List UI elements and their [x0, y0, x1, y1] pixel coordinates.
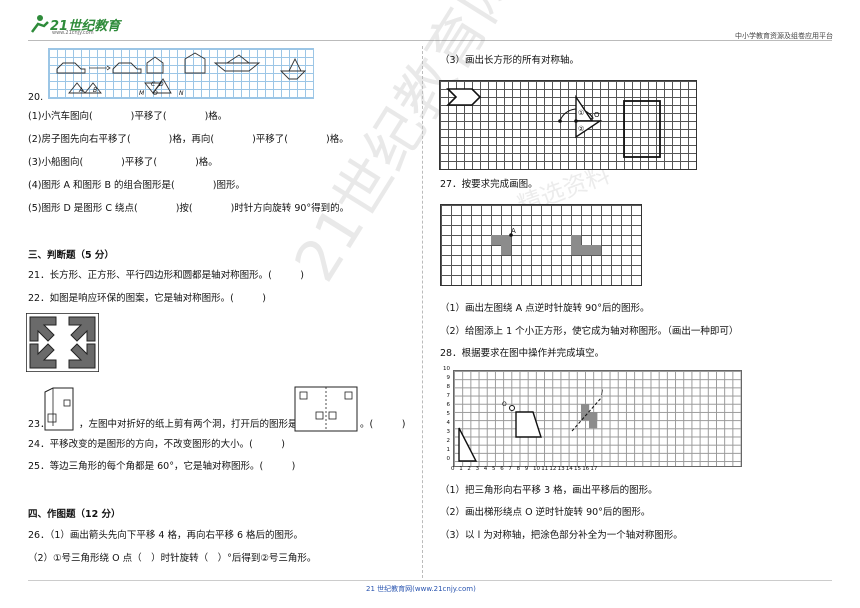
q28: 28．根据要求在图中操作并完成填空。: [440, 348, 605, 359]
q28-grid: l O: [453, 370, 742, 467]
y-tick: 1: [446, 447, 451, 453]
q20-number: 20.: [28, 92, 44, 103]
q26-grid-label-o: O: [594, 111, 600, 119]
q23-opened-paper-image: [294, 386, 358, 432]
q28-part-2: （2）画出梯形绕点 O 逆时针旋转 90°后的图形。: [440, 507, 651, 518]
q28-line-l-label: l: [601, 389, 603, 397]
q21: 21．长方形、正方形、平行四边形和圆都是轴对称图形。( ): [28, 270, 305, 281]
y-tick: 2: [446, 438, 451, 444]
q27-part-2: （2）给图添上 1 个小正方形，使它成为轴对称图形。（画出一种即可）: [440, 326, 739, 337]
q20-item-2: (2)房子图先向右平移了( )格，再向( )平移了( )格。: [28, 134, 349, 145]
x-tick: 14: [565, 466, 573, 472]
q20-label-b: B: [93, 87, 98, 94]
q26-part-3: （3）画出长方形的所有对称轴。: [440, 55, 580, 66]
q20-label-n: N: [179, 90, 184, 97]
logo-subtext: www.21cnjy.com: [52, 30, 94, 36]
x-tick: 15: [574, 466, 581, 472]
q20-figure-grid: A B C D M O N: [48, 48, 314, 99]
section-3-heading: 三、判断题（5 分）: [28, 250, 114, 261]
y-tick: 6: [446, 402, 451, 408]
x-tick: 0: [451, 466, 455, 472]
x-tick: 16: [582, 466, 590, 472]
q20-item-4: (4)图形 A 和图形 B 的组合图形是( )图形。: [28, 180, 245, 191]
q23-folded-paper-image: [43, 386, 75, 432]
q23-prefix: 23．: [28, 419, 50, 430]
x-tick: 13: [557, 466, 565, 472]
x-tick: 1: [459, 466, 463, 472]
q27-grid: A: [440, 204, 642, 286]
q26: 26．（1）画出箭头先向下平移 4 格，再向右平移 6 格后的图形。: [28, 530, 304, 541]
x-tick: 8: [516, 466, 521, 472]
q20-label-c: C: [151, 81, 156, 88]
q28-point-o-label: O: [502, 401, 507, 408]
q20-label-o: O: [153, 90, 158, 97]
x-tick: 5: [492, 466, 496, 472]
logo-text: 21世纪教育: [50, 19, 121, 34]
q24: 24．平移改变的是图形的方向，不改变图形的大小。( ): [28, 439, 286, 450]
q28-y-ticks: 10 9 8 7 6 5 4 3 2 1 0: [440, 366, 450, 468]
q22: 22．如图是响应环保的图案，它是轴对称图形。( ): [28, 293, 267, 304]
q23-suffix: 。( ): [360, 419, 406, 430]
x-tick: 6: [500, 466, 504, 472]
y-tick: 8: [446, 384, 451, 390]
footer-text: 21 世纪教育网(www.21cnjy.com): [366, 585, 476, 593]
y-tick: 3: [446, 429, 451, 435]
x-tick: 17: [590, 466, 598, 472]
footer-rule: [28, 580, 832, 581]
q20-item-3: (3)小船图向( )平移了( )格。: [28, 157, 218, 168]
y-tick: 5: [446, 411, 451, 417]
header-right-text: 中小学教育资源及组卷应用平台: [735, 32, 833, 40]
q26-part-2: （2）①号三角形绕 O 点（ ）时针旋转（ ）°后得到②号三角形。: [28, 553, 317, 564]
q26-grid-label-1: ①: [578, 109, 585, 117]
column-divider: [422, 46, 423, 578]
x-tick: 12: [549, 466, 557, 472]
y-tick: 0: [446, 456, 451, 462]
q27-point-a-label: A: [511, 227, 516, 235]
q23-text: ，左图中对折好的纸上剪有两个洞，打开后的图形是: [79, 419, 298, 430]
x-tick: 7: [508, 466, 512, 472]
logo-runner-icon: [31, 15, 49, 33]
x-tick: 10: [533, 466, 540, 472]
q27-part-1: （1）画出左图绕 A 点逆时针旋转 90°后的图形。: [440, 303, 650, 314]
x-tick: 9: [524, 466, 529, 472]
q27: 27．按要求完成画图。: [440, 179, 538, 190]
q28-part-3: （3）以 l 为对称轴，把涂色部分补全为一个轴对称图形。: [440, 530, 683, 541]
q20-label-d: D: [159, 81, 164, 88]
q28-part-1: （1）把三角形向右平移 3 格，画出平移后的图形。: [440, 485, 658, 496]
q20-item-5: (5)图形 D 是图形 C 绕点( )按( )时针方向旋转 90°得到的。: [28, 203, 350, 214]
q20-item-1: (1)小汽车图向( )平移了( )格。: [28, 111, 228, 122]
header-rule: [28, 40, 832, 41]
x-tick: 11: [541, 466, 549, 472]
section-4-heading: 四、作图题（12 分）: [28, 509, 121, 520]
q25: 25．等边三角形的每个角都是 60°，它是轴对称图形。( ): [28, 461, 296, 472]
y-tick: 4: [446, 420, 451, 426]
x-tick: 3: [475, 466, 480, 472]
y-tick: 7: [446, 393, 451, 399]
q26-grid: ① O ②: [439, 80, 697, 170]
q26-grid-label-2: ②: [578, 125, 585, 133]
header-logo: 21世纪教育 www.21cnjy.com: [28, 12, 148, 38]
q20-label-a: A: [79, 87, 84, 94]
q22-eco-pattern-image: [25, 312, 100, 373]
x-tick: 2: [467, 466, 471, 472]
q20-label-m: M: [139, 90, 145, 97]
x-tick: 4: [483, 466, 488, 472]
y-tick: 9: [446, 375, 451, 381]
y-tick: 10: [443, 366, 450, 372]
